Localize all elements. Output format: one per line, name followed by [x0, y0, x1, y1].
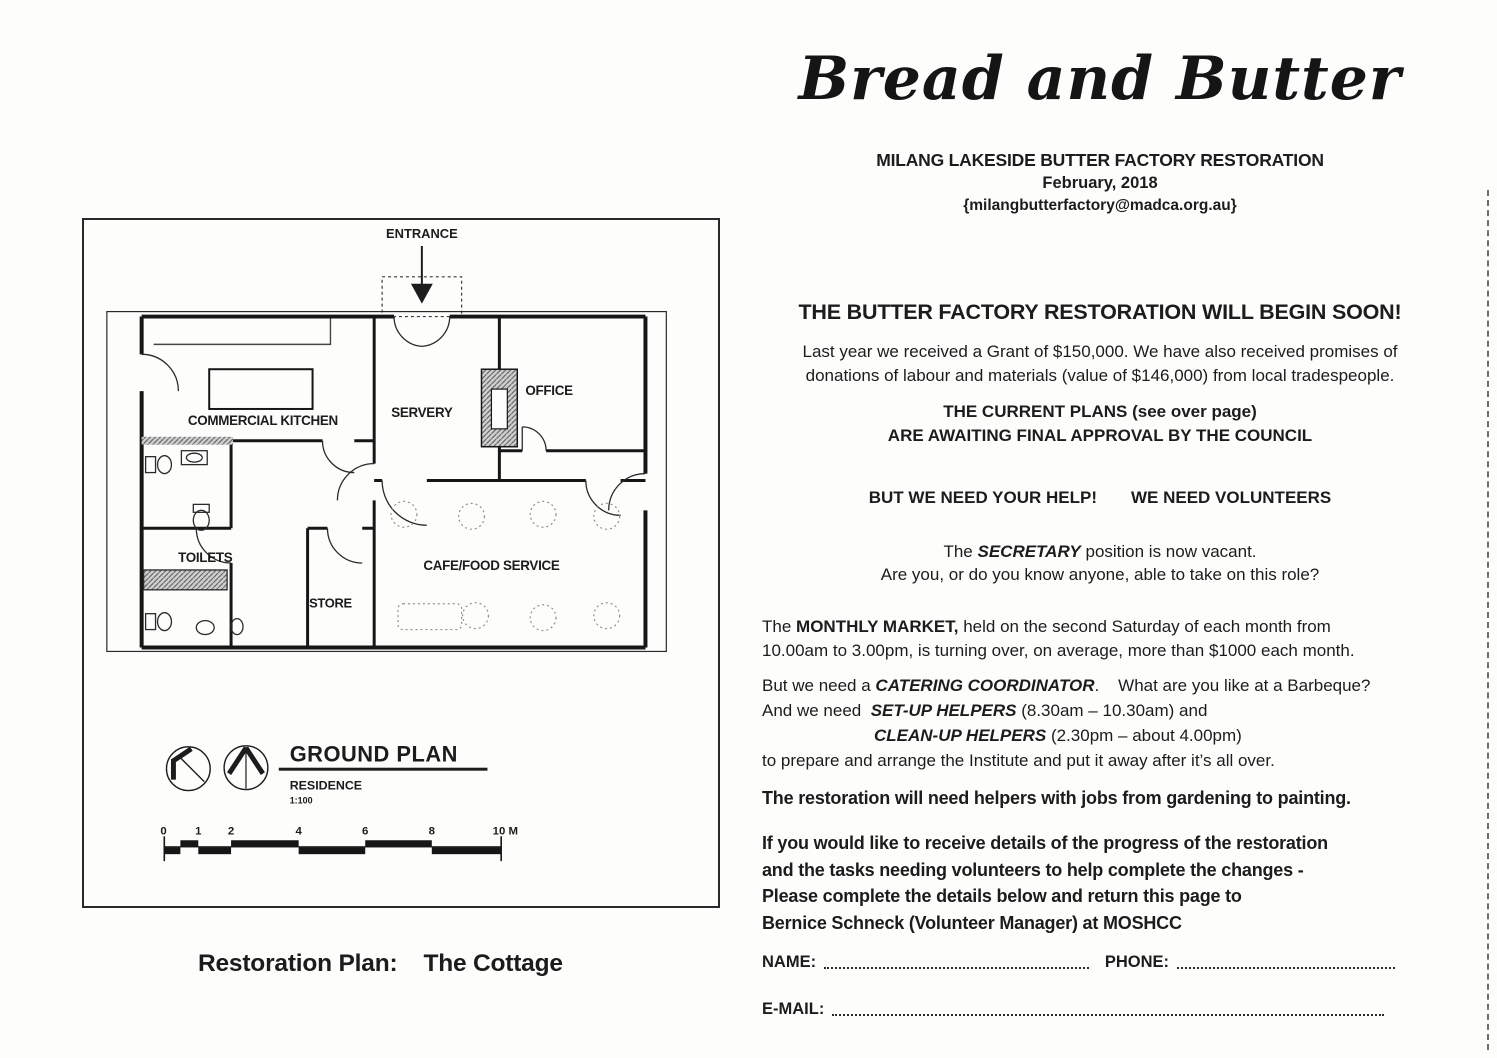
scale-tick-8: 8: [429, 825, 435, 837]
secretary-emphasis: SECRETARY: [977, 542, 1081, 561]
caption-right: The Cottage: [423, 950, 563, 977]
secretary-line: The SECRETARY position is now vacant.: [943, 542, 1257, 561]
email-line: {milangbutterfactory@madca.org.au}: [963, 197, 1237, 214]
volunteers-needed-block: But we need a CATERING COORDINATOR. What…: [762, 673, 1462, 773]
scale-tick-2: 2: [228, 825, 234, 837]
need-help-line: BUT WE NEED YOUR HELP! WE NEED VOLUNTEERS: [755, 488, 1445, 508]
entrance-label-text: ENTRANCE: [386, 226, 458, 241]
grant-line-1: Last year we received a Grant of $150,00…: [802, 342, 1398, 361]
legend-underline: [278, 767, 488, 771]
setup-line: And we need SET-UP HELPERS (8.30am – 10.…: [762, 701, 1208, 720]
phone-label: PHONE:: [1104, 953, 1169, 971]
market-emphasis: MONTHLY MARKET,: [796, 617, 959, 636]
name-label: NAME:: [762, 953, 817, 971]
caption-left: Restoration Plan:: [198, 950, 398, 977]
cleanup-line: CLEAN-UP HELPERS (2.30pm – about 4.00pm): [874, 726, 1242, 745]
name-phone-row: NAME: PHONE:: [762, 953, 1395, 972]
newsletter-title: Bread and Butter: [798, 44, 1402, 114]
cafe-furniture-dotted: [390, 500, 621, 632]
name-dotted-line: [824, 967, 1089, 969]
grant-paragraph: Last year we received a Grant of $150,00…: [755, 340, 1445, 388]
room-label-kitchen: COMMERCIAL KITCHEN: [188, 413, 338, 428]
headline: THE BUTTER FACTORY RESTORATION WILL BEGI…: [798, 300, 1402, 324]
room-label-servery: SERVERY: [391, 405, 453, 420]
secretary-block: The SECRETARY position is now vacant. Ar…: [755, 540, 1445, 586]
room-label-toilets: TOILETS: [178, 550, 233, 565]
legend-subtitle: RESIDENCE: [290, 779, 362, 793]
compass-icon-north: [223, 745, 269, 791]
scale-tick-1: 1: [195, 825, 202, 837]
setup-emphasis: SET-UP HELPERS: [870, 701, 1017, 720]
invite-line-1: If you would like to receive details of …: [762, 833, 1328, 853]
fold-dashed-line: [1487, 190, 1489, 1050]
market-line-1: The MONTHLY MARKET, held on the second S…: [762, 617, 1331, 636]
org-line: MILANG LAKESIDE BUTTER FACTORY RESTORATI…: [876, 150, 1324, 170]
exterior-walls: [139, 314, 648, 650]
secretary-question: Are you, or do you know anyone, able to …: [880, 565, 1320, 584]
door-arcs: [141, 316, 646, 564]
figure-caption: Restoration Plan: The Cottage: [198, 950, 563, 978]
scale-bar: [163, 836, 502, 862]
cleanup-emphasis: CLEAN-UP HELPERS: [874, 726, 1047, 745]
hatched-wall: [141, 436, 234, 445]
invite-line-2: and the tasks needing volunteers to help…: [762, 859, 1304, 880]
invite-line-4: Bernice Schneck (Volunteer Manager) at M…: [762, 912, 1182, 933]
site-outline: [106, 310, 667, 653]
monthly-market-block: The MONTHLY MARKET, held on the second S…: [762, 615, 1462, 663]
email-label: E-MAIL:: [762, 1000, 825, 1018]
room-label-cafe: CAFE/FOOD SERVICE: [423, 558, 560, 573]
scale-tick-10m: 10 M: [493, 825, 518, 837]
toilet-fixtures: [142, 450, 244, 636]
interior-walls: [141, 316, 646, 648]
help-left: BUT WE NEED YOUR HELP!: [868, 488, 1097, 507]
kitchen-island: [208, 368, 314, 410]
email-dotted-line: [832, 1014, 1384, 1016]
helpers-line: The restoration will need helpers with j…: [762, 788, 1351, 808]
invitation-block: If you would like to receive details of …: [762, 830, 1462, 936]
kitchen-bulkhead-line: [153, 318, 332, 346]
legend-scale-note: 1:100: [290, 795, 313, 805]
current-plans-block: THE CURRENT PLANS (see over page) ARE AW…: [755, 400, 1445, 448]
help-right: WE NEED VOLUNTEERS: [1131, 488, 1332, 507]
compass-icon-left: [165, 746, 211, 792]
scale-tick-6: 6: [362, 825, 368, 837]
ground-plan-drawing: ENTRANCE: [106, 226, 667, 862]
prepare-line: to prepare and arrange the Institute and…: [762, 751, 1275, 770]
catering-line: But we need a CATERING COORDINATOR. What…: [762, 676, 1371, 695]
grant-line-2: donations of labour and materials (value…: [805, 366, 1395, 385]
chimney-block: [480, 368, 519, 448]
room-label-office: OFFICE: [525, 383, 573, 398]
legend-title: GROUND PLAN: [290, 742, 458, 767]
phone-dotted-line: [1177, 967, 1395, 969]
catering-emphasis: CATERING COORDINATOR: [875, 676, 1095, 695]
entrance-arrow-icon: [410, 246, 433, 304]
date-line: February, 2018: [1042, 174, 1158, 192]
scale-tick-4: 4: [295, 825, 302, 837]
market-line-2: 10.00am to 3.00pm, is turning over, on a…: [762, 641, 1355, 660]
plans-line-1: THE CURRENT PLANS (see over page): [943, 402, 1257, 421]
email-row: E-MAIL:: [762, 1000, 1392, 1019]
plans-line-2: ARE AWAITING FINAL APPROVAL BY THE COUNC…: [887, 426, 1313, 445]
scale-tick-0: 0: [160, 825, 166, 837]
invite-line-3: Please complete the details below and re…: [762, 886, 1242, 906]
floor-plan-figure: ENTRANCE: [82, 218, 720, 908]
room-label-store: STORE: [309, 596, 352, 611]
